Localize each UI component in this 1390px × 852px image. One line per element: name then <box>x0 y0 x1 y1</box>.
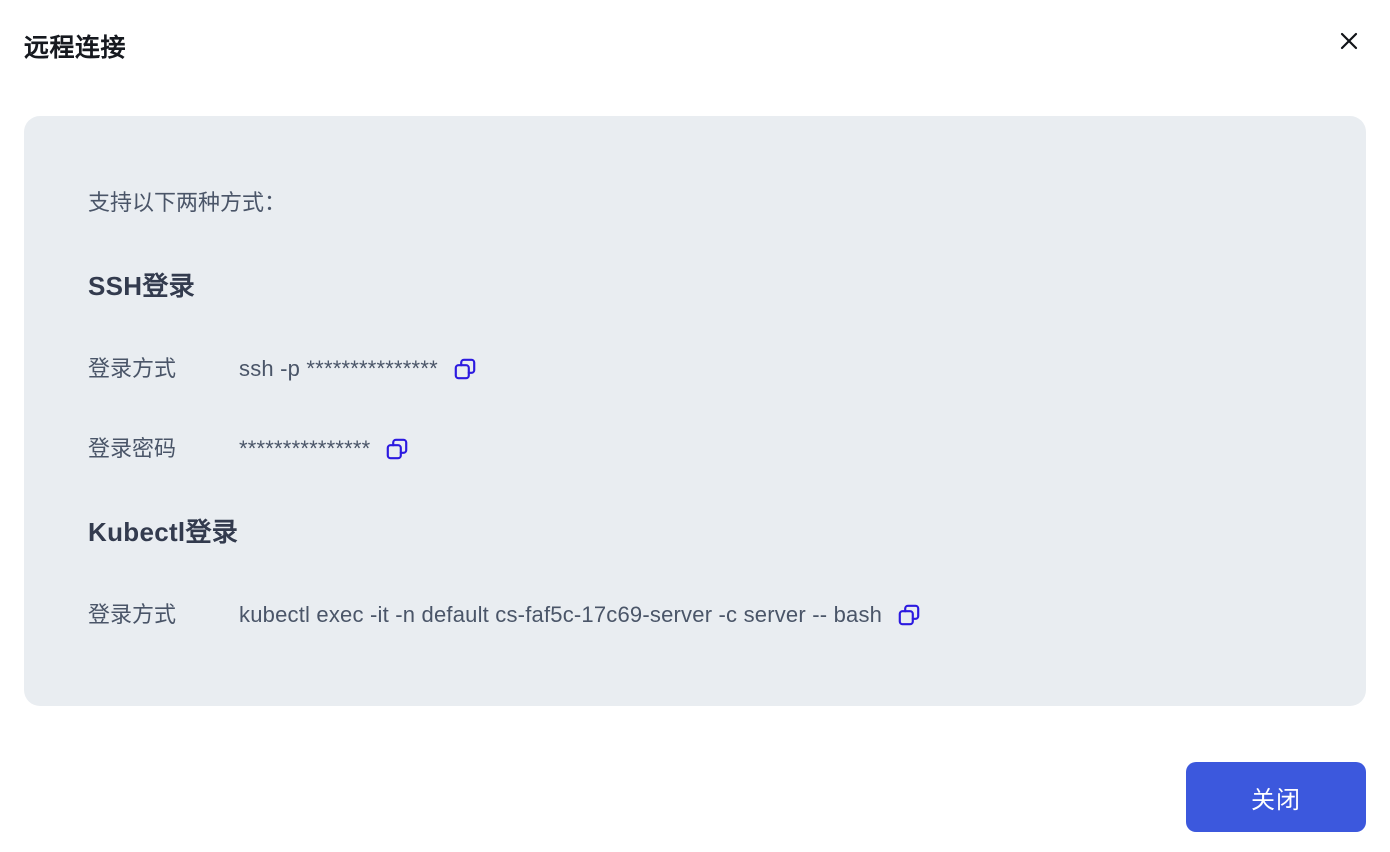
copy-ssh-command-button[interactable] <box>452 356 478 382</box>
copy-icon <box>896 602 922 628</box>
close-dialog-button[interactable]: 关闭 <box>1186 762 1366 832</box>
copy-icon <box>452 356 478 382</box>
intro-text: 支持以下两种方式： <box>88 190 287 215</box>
connection-info-panel: 支持以下两种方式： SSH登录 登录方式 ssh -p ************… <box>24 116 1366 706</box>
dialog-header: 远程连接 <box>0 0 1390 116</box>
copy-kubectl-command-button[interactable] <box>896 602 922 628</box>
row-label: 登录方式 <box>88 602 177 627</box>
kubectl-command-value: kubectl exec -it -n default cs-faf5c-17c… <box>239 602 883 627</box>
close-button[interactable] <box>1334 26 1364 56</box>
row-label: 登录方式 <box>88 356 177 381</box>
dialog-footer: 关闭 <box>1186 762 1366 832</box>
section-heading-ssh: SSH登录 <box>88 271 195 301</box>
ssh-login-method-row: 登录方式 ssh -p *************** <box>88 354 1302 384</box>
dialog-title: 远程连接 <box>24 34 127 62</box>
section-heading-kubectl: Kubectl登录 <box>88 517 239 547</box>
ssh-password-row: 登录密码 *************** <box>88 434 1302 464</box>
copy-icon <box>384 436 410 462</box>
row-label: 登录密码 <box>88 436 177 461</box>
close-icon <box>1337 29 1361 53</box>
copy-ssh-password-button[interactable] <box>384 436 410 462</box>
kubectl-login-method-row: 登录方式 kubectl exec -it -n default cs-faf5… <box>88 600 1302 630</box>
ssh-password-value: *************** <box>239 436 371 461</box>
ssh-command-value: ssh -p *************** <box>239 356 438 381</box>
